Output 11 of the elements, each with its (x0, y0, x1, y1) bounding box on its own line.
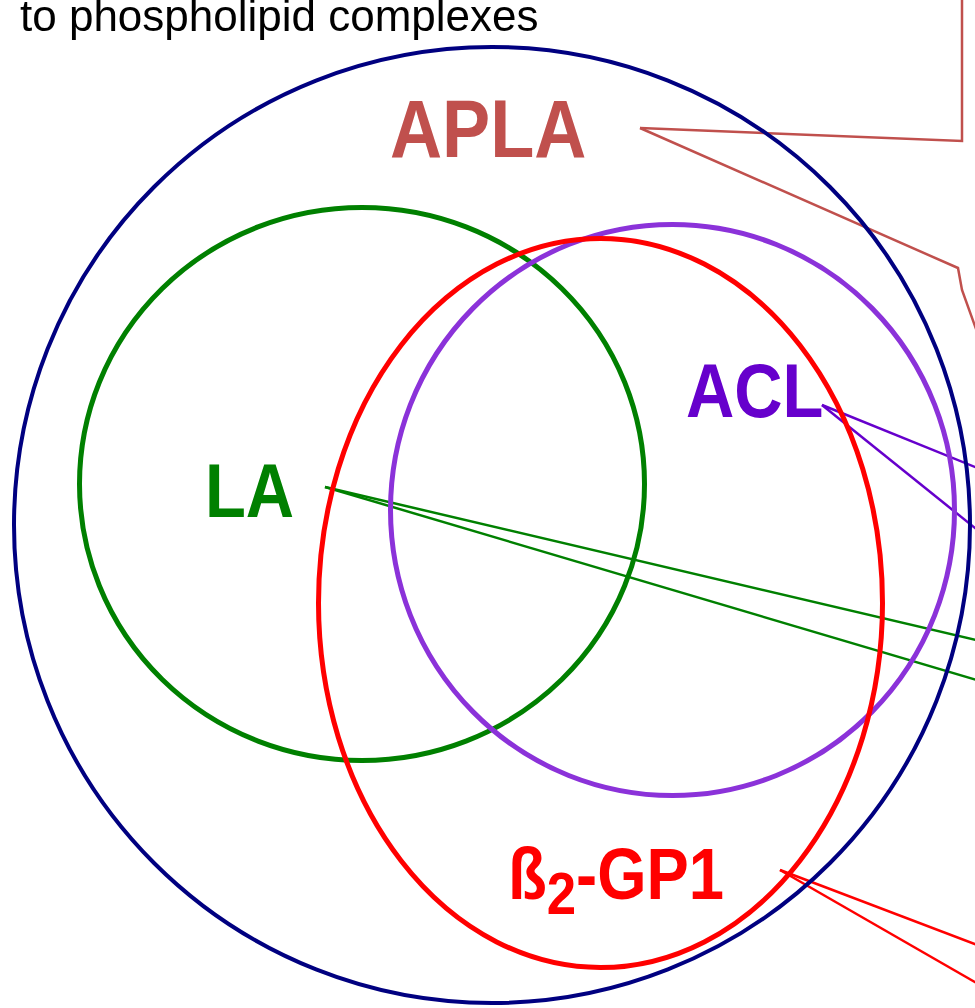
set-label: LA (205, 453, 295, 529)
venn-circle (77, 205, 647, 763)
set-label: ß$_{2}$-GP1 (508, 838, 724, 925)
leader-line (324, 485, 975, 683)
set-label: APLA (390, 88, 587, 170)
venn-circle (316, 236, 885, 970)
venn-circle (12, 45, 972, 1005)
venn-circle (388, 222, 957, 798)
set-label: ACL (686, 353, 824, 429)
leader-line (821, 403, 975, 471)
leader-line (639, 0, 964, 143)
